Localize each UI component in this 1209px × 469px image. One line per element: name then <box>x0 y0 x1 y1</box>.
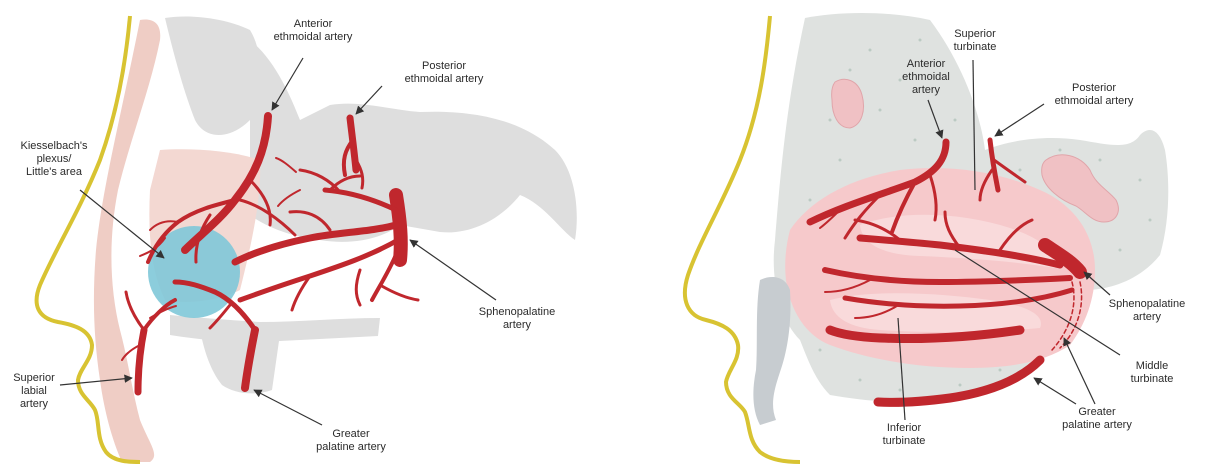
label-anterior-ethmoidal-left: Anterior ethmoidal artery <box>258 18 368 44</box>
label-posterior-ethmoidal-left: Posterior ethmoidal artery <box>384 60 504 86</box>
label-superior-labial: Superior labial artery <box>4 372 64 411</box>
label-greater-palatine-right: Greater palatine artery <box>1042 406 1152 432</box>
label-sphenopalatine-right: Sphenopalatine artery <box>1092 298 1202 324</box>
label-kiesselbach-plexus: Kiesselbach's plexus/ Little's area <box>4 140 104 179</box>
label-sphenopalatine-left: Sphenopalatine artery <box>462 306 572 332</box>
label-middle-turbinate: Middle turbinate <box>1112 360 1192 386</box>
right-cartilage <box>753 277 790 425</box>
label-posterior-ethmoidal-right: Posterior ethmoidal artery <box>1034 82 1154 108</box>
label-greater-palatine-left: Greater palatine artery <box>296 428 406 454</box>
left-cartilage <box>94 20 160 462</box>
label-anterior-ethmoidal-right: Anterior ethmoidal artery <box>886 58 966 97</box>
label-inferior-turbinate: Inferior turbinate <box>864 422 944 448</box>
label-superior-turbinate: Superior turbinate <box>940 28 1010 54</box>
